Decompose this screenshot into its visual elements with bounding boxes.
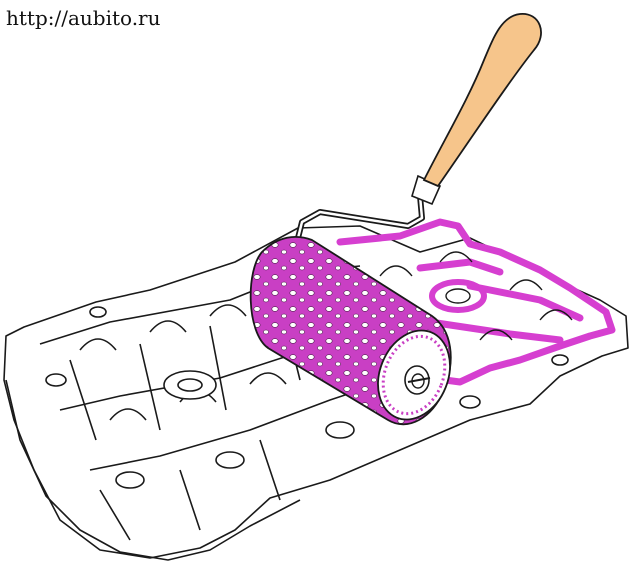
sealant-ring xyxy=(429,279,487,313)
paint-roller xyxy=(249,13,542,426)
sealant-bead xyxy=(336,218,616,386)
watermark-text: http://aubito.ru xyxy=(0,0,222,38)
roller-handle xyxy=(422,13,542,188)
